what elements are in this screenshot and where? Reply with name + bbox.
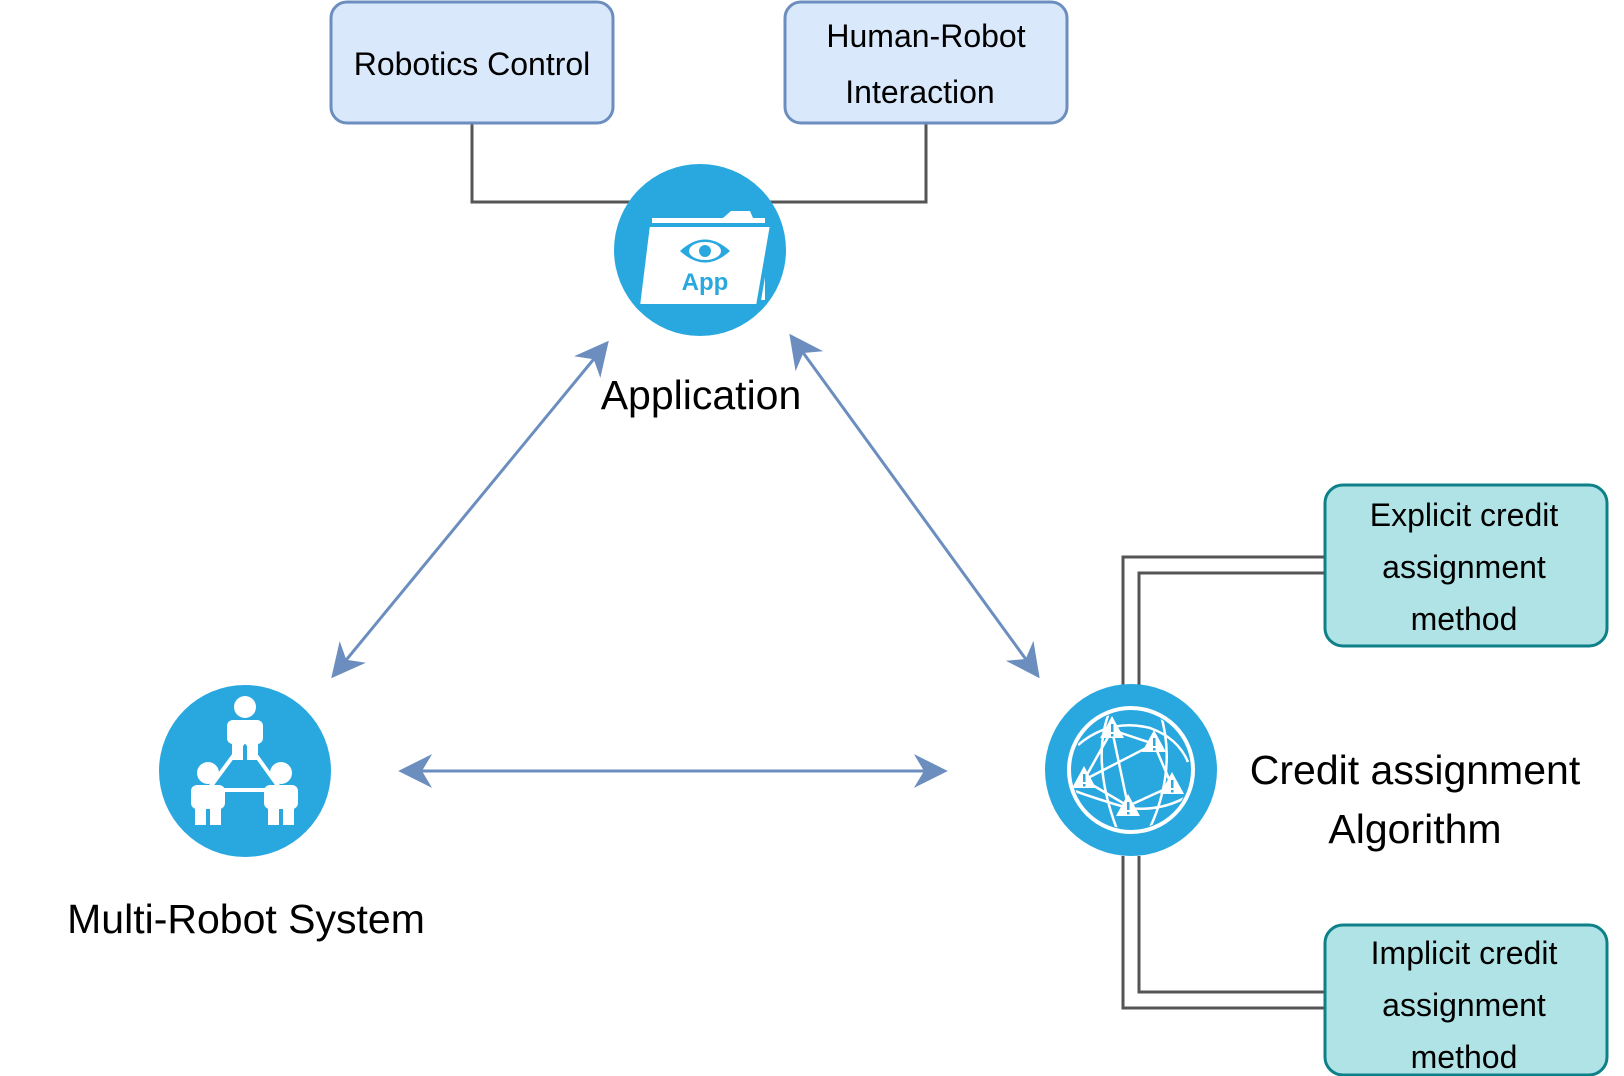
credit-assignment-connectors [1121, 555, 1325, 1010]
human-robot-interaction-label-line2: Interaction [845, 74, 994, 110]
application-label: Application [601, 372, 802, 418]
arrow-application-credit-assignment [789, 333, 1040, 679]
connector-implicit-outer [1121, 856, 1325, 1010]
credit-assignment-label-line2: Algorithm [1328, 806, 1501, 852]
connector-robotics-control [470, 122, 700, 204]
explicit-credit-label-line3: method [1411, 601, 1518, 637]
explicit-credit-label-line1: Explicit credit [1370, 497, 1559, 533]
robotics-control-box: Robotics Control [329, 0, 615, 125]
app-folder-icon: App [614, 164, 786, 336]
team-network-icon [159, 685, 331, 857]
human-robot-interaction-box: Human-Robot Interaction [783, 0, 1069, 125]
credit-assignment-label-line1: Credit assignment [1250, 747, 1581, 793]
app-icon-text: App [682, 269, 729, 296]
human-robot-interaction-label-line1: Human-Robot [826, 18, 1025, 54]
implicit-credit-assignment-box: Implicit credit assignment method [1323, 923, 1609, 1076]
arrow-application-multi-robot [331, 340, 609, 679]
explicit-credit-assignment-box: Explicit credit assignment method [1323, 483, 1609, 648]
connector-implicit-inner [1137, 856, 1325, 994]
connector-human-robot-interaction [764, 122, 928, 204]
explicit-credit-label-line2: assignment [1382, 549, 1546, 585]
implicit-credit-label-line2: assignment [1382, 987, 1546, 1023]
application-node: App Application [601, 164, 802, 418]
credit-assignment-node: Credit assignment Algorithm [1045, 684, 1581, 856]
implicit-credit-label-line1: Implicit credit [1371, 935, 1558, 971]
connector-explicit-outer [1121, 555, 1325, 686]
robotics-control-label: Robotics Control [354, 46, 591, 82]
application-connectors [470, 122, 928, 204]
multi-robot-system-label: Multi-Robot System [67, 896, 425, 942]
connector-explicit-inner [1137, 571, 1325, 686]
bidirectional-arrows [331, 333, 1040, 788]
multi-robot-system-node: Multi-Robot System [67, 685, 425, 942]
implicit-credit-label-line3: method [1411, 1039, 1518, 1075]
network-globe-warning-icon [1045, 684, 1217, 856]
